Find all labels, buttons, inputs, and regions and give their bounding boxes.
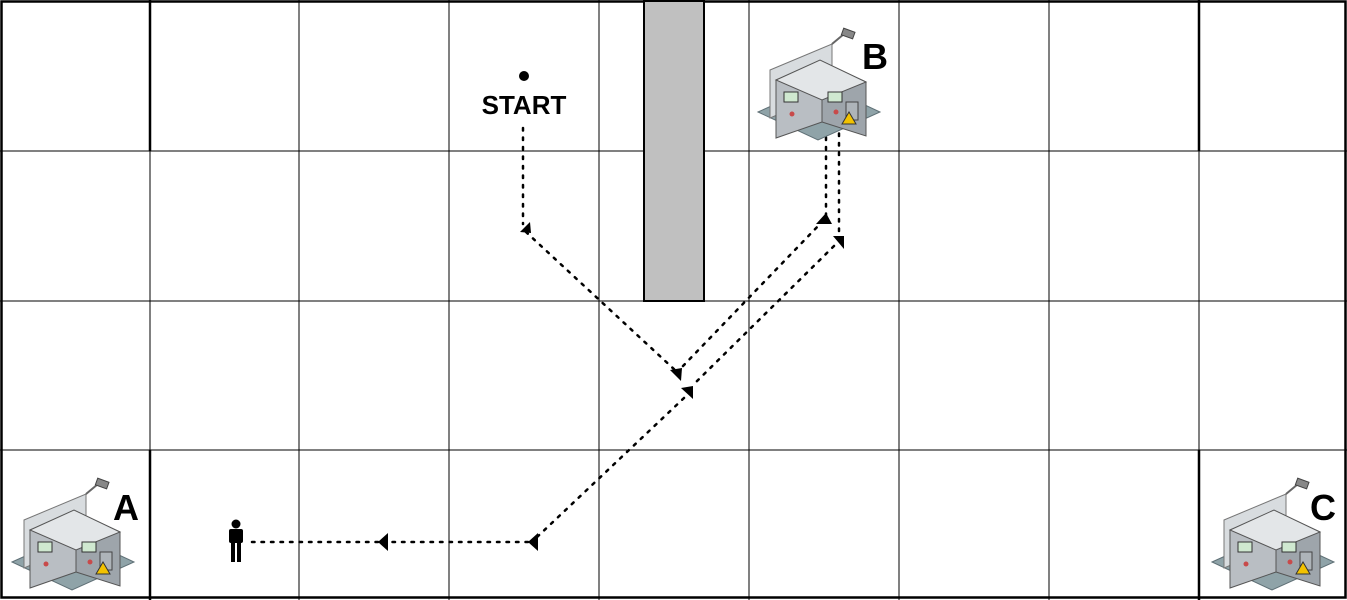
arrowhead-5 (833, 236, 844, 249)
machine-b-label: B (862, 36, 888, 77)
person-icon (229, 519, 243, 562)
start-label: START (482, 90, 567, 120)
arrowhead-7 (528, 533, 538, 551)
start-dot-icon (519, 71, 529, 81)
machine-c: C (1211, 477, 1336, 591)
path-arrowheads (378, 96, 845, 551)
wall-obstacle (643, 0, 705, 302)
machine-a-label: A (113, 487, 139, 528)
arrowhead-3 (816, 213, 832, 224)
arrowhead-8 (378, 533, 388, 551)
dotted-path (248, 122, 841, 544)
machine-a: A (11, 477, 139, 591)
arrowhead-1 (520, 222, 531, 233)
machine-c-label: C (1310, 487, 1336, 528)
arrowhead-2 (670, 368, 682, 381)
arrowhead-6 (681, 386, 693, 399)
machine-b: B (757, 27, 888, 141)
